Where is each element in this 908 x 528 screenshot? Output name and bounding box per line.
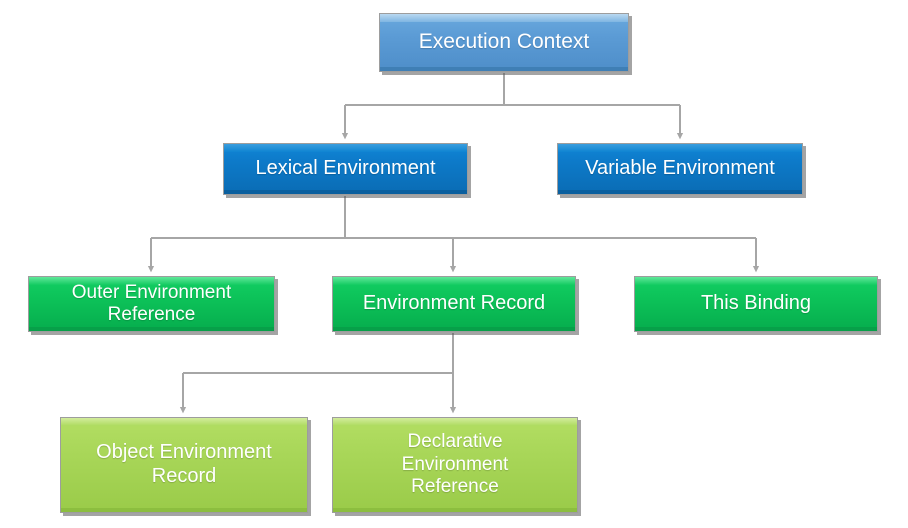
node-outer-environment-reference[interactable]: Outer Environment Reference xyxy=(28,276,275,332)
node-environment-record-label: Environment Record xyxy=(362,292,546,315)
node-object-environment-record[interactable]: Object Environment Record xyxy=(60,417,308,513)
node-execution-context-label: Execution Context xyxy=(418,30,590,54)
node-environment-record[interactable]: Environment Record xyxy=(332,276,576,332)
node-declarative-environment-reference-label: Declarative Environment Reference xyxy=(401,431,509,498)
node-this-binding[interactable]: This Binding xyxy=(634,276,878,332)
node-object-environment-record-label: Object Environment Record xyxy=(96,441,272,487)
node-lexical-environment[interactable]: Lexical Environment xyxy=(223,143,468,195)
node-this-binding-label: This Binding xyxy=(700,292,812,315)
node-declarative-environment-reference[interactable]: Declarative Environment Reference xyxy=(332,417,578,513)
node-lexical-environment-label: Lexical Environment xyxy=(255,157,436,180)
node-variable-environment[interactable]: Variable Environment xyxy=(557,143,803,195)
node-execution-context[interactable]: Execution Context xyxy=(379,13,629,72)
node-outer-environment-reference-label: Outer Environment Reference xyxy=(71,281,232,325)
node-variable-environment-label: Variable Environment xyxy=(585,157,775,180)
